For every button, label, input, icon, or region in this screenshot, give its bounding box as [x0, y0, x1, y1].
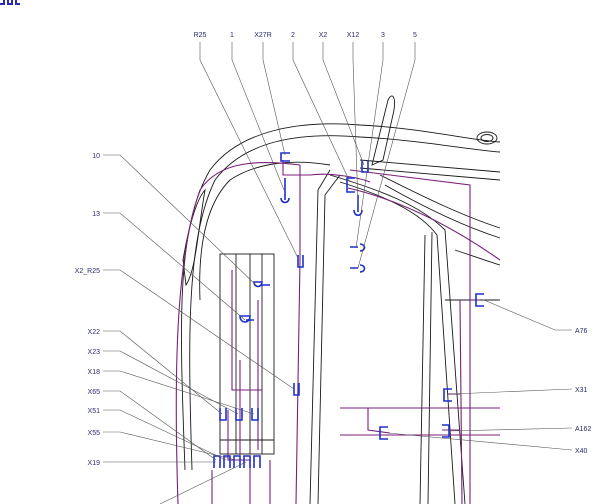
callouts-top: R25 1 X27R 2 X2 X12 3 5 — [194, 32, 417, 39]
callout-x51: X51 — [88, 408, 101, 415]
callout-3: 3 — [381, 32, 385, 39]
cab-outline — [181, 95, 501, 504]
leader-lines — [103, 42, 573, 504]
callout-10: 10 — [92, 153, 100, 160]
callout-x2: X2 — [319, 32, 328, 39]
harness-wires — [175, 160, 501, 504]
callout-5: 5 — [413, 32, 417, 39]
callouts-right: A76 X31 A162 X40 — [575, 328, 591, 455]
callout-x65: X65 — [88, 389, 101, 396]
callouts-left: 10 13 X2_R25 X22 X23 X18 X65 X51 X55 X19 — [75, 153, 100, 467]
callout-x55: X55 — [88, 430, 101, 437]
corner-marker — [0, 0, 20, 5]
callout-x22: X22 — [88, 329, 101, 336]
callout-x31: X31 — [575, 387, 588, 394]
callout-r25: R25 — [194, 32, 207, 39]
callout-1: 1 — [230, 32, 234, 39]
callout-x19: X19 — [88, 460, 101, 467]
callout-x27r: X27R — [254, 32, 272, 39]
callout-x23: X23 — [88, 349, 101, 356]
fuse-box — [219, 253, 275, 455]
callout-a162: A162 — [575, 426, 591, 433]
callout-x2-r25: X2_R25 — [75, 268, 100, 275]
callout-x18: X18 — [88, 369, 101, 376]
callout-x12: X12 — [347, 32, 360, 39]
callout-2: 2 — [291, 32, 295, 39]
callout-a76: A76 — [575, 328, 588, 335]
callout-x40: X40 — [575, 448, 588, 455]
callout-13: 13 — [92, 211, 100, 218]
connectors — [213, 152, 484, 468]
